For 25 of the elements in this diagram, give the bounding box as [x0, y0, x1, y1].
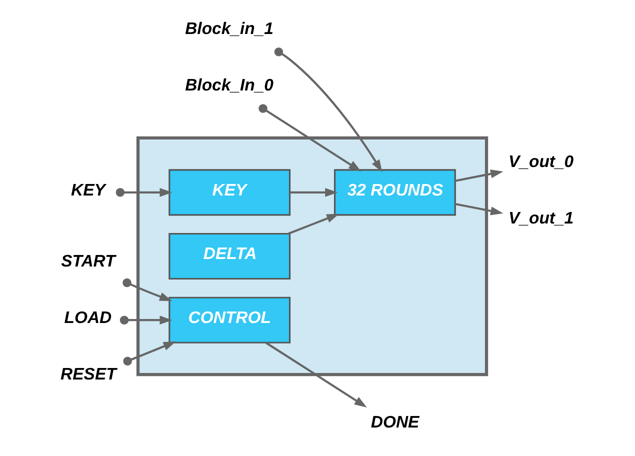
node-box: KEY: [168, 169, 291, 216]
node-box: 32 ROUNDS: [334, 169, 456, 216]
node-text: Block_in_1: [185, 19, 274, 38]
node-text: KEY: [71, 180, 106, 200]
node-text: RESET: [60, 364, 116, 384]
arrow: [274, 47, 382, 172]
arrow: [288, 214, 340, 235]
node-text: Block_In_0: [185, 76, 274, 95]
cluster: [136, 136, 488, 376]
node-text: V_out_1: [508, 208, 574, 228]
arrow: [120, 316, 172, 324]
arrow: [290, 188, 338, 197]
node-text: V_out_0: [508, 152, 574, 172]
node-text: LOAD: [64, 308, 112, 328]
node-box: DELTA: [168, 232, 291, 280]
arrow: [258, 104, 362, 172]
arrow: [454, 202, 504, 216]
node-text: DONE: [370, 412, 420, 432]
arrow: [123, 341, 176, 366]
arrow: [454, 170, 504, 182]
arrow: [116, 188, 172, 197]
arrow: [266, 342, 367, 408]
arrow: [122, 278, 172, 302]
node-box: CONTROL: [168, 296, 291, 344]
node-text: START: [61, 252, 116, 271]
